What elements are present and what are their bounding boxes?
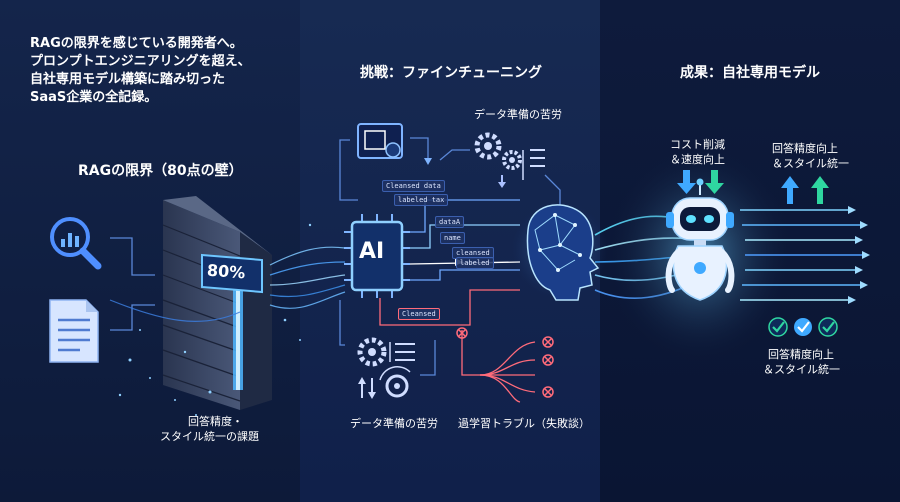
percent-badge: [201, 253, 263, 294]
data-tag: name: [440, 232, 465, 244]
intro-line: SaaS企業の全記録。: [30, 90, 158, 105]
brick-wall-icon: [162, 196, 272, 410]
accuracy-summary-label: ＆スタイル統一: [763, 363, 840, 376]
up-arrows-icon: [781, 176, 829, 204]
connector: [110, 237, 155, 276]
connector: [544, 174, 561, 205]
cost-label: ＆速度向上: [670, 153, 725, 166]
result-heading: 成果：自社専用モデル: [680, 65, 820, 81]
data-tag: labeled tax: [394, 194, 449, 206]
connector: [439, 149, 470, 161]
data-tag: Cleansed data: [382, 180, 445, 192]
ai-chip-icon: [344, 214, 410, 298]
connector: [420, 340, 436, 376]
cost-label: コスト削減: [670, 138, 725, 151]
accuracy-label: 回答精度向上: [772, 142, 838, 155]
arrow-heads: [848, 206, 870, 304]
arrow-head: [424, 158, 432, 165]
rag-caption: 回答精度・: [188, 415, 243, 428]
robot-icon: [665, 178, 735, 301]
connector: [110, 304, 155, 331]
accuracy-summary-label: 回答精度向上: [768, 348, 834, 361]
error-x-icon: [542, 336, 554, 398]
fine-tuning-heading: 挑戦：ファインチューニング: [360, 65, 542, 81]
sparkle-dots: [118, 223, 312, 421]
rag-caption: スタイル統一の課題: [160, 430, 259, 443]
outgoing-arrows: [740, 209, 862, 301]
rag-limit-heading: RAGの限界（80点の壁）: [78, 163, 243, 179]
intro-line: RAGの限界を感じている開発者へ。: [30, 36, 243, 51]
data-prep-label: データ準備の苦労: [350, 417, 438, 430]
search-analytics-icon: [50, 217, 102, 270]
data-tag: labeled: [456, 257, 494, 269]
accuracy-label: ＆スタイル統一: [772, 157, 849, 170]
connector: [339, 139, 358, 201]
overfitting-branches: [461, 330, 536, 403]
intro-line: プロンプトエンジニアリングを超え、: [30, 54, 251, 69]
percent-badge-label: 80%: [206, 260, 246, 283]
connector: [410, 137, 429, 160]
error-x-icon: [456, 327, 468, 339]
check-icons: [768, 317, 838, 337]
data-flow-lines: [379, 199, 521, 326]
refresh-gear-icon: [379, 366, 411, 398]
settings-gear-icon: [357, 337, 415, 367]
particle-stream: [109, 246, 346, 322]
ai-document-icon: [357, 123, 403, 159]
ai-chip-label: AI: [359, 239, 385, 264]
data-prep-label: データ準備の苦労: [474, 108, 562, 121]
gears-icon: [474, 132, 545, 188]
down-arrows-icon: [677, 170, 724, 194]
ai-head-icon: [512, 202, 608, 301]
document-icon: [49, 299, 99, 363]
sort-arrows-icon: [358, 377, 376, 399]
data-tag: dataA: [435, 216, 465, 228]
overfitting-label: 過学習トラブル（失敗談）: [458, 417, 590, 430]
intro-line: 自社専用モデル構築に踏み切った: [30, 72, 226, 87]
connector: [339, 300, 345, 346]
data-tag: Cleansed: [398, 308, 440, 320]
